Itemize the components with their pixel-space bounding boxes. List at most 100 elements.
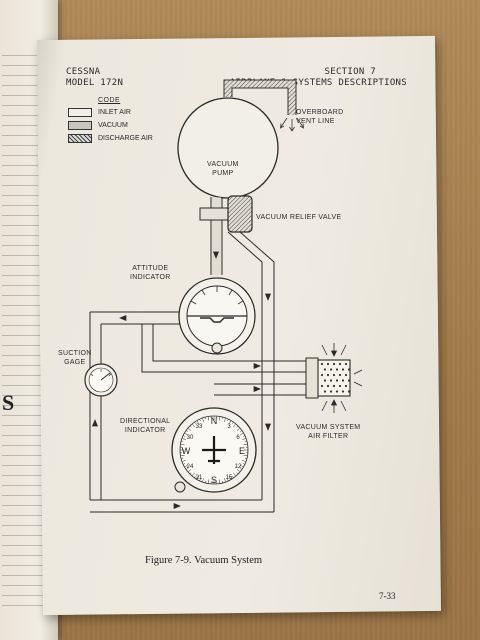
compass-tick: [194, 476, 196, 478]
compass-tick: [222, 417, 224, 420]
compass-tick: [243, 443, 248, 446]
filter-media-dot: [335, 379, 339, 382]
compass-6: 6: [236, 435, 240, 441]
figure-caption: Figure 7-9. Vacuum System: [145, 555, 263, 566]
compass-tick: [218, 416, 221, 421]
filter-media-dot: [326, 384, 330, 388]
compass-tick: [227, 478, 229, 481]
compass-3: 3: [227, 424, 231, 430]
legend: CODE INLET AIR VACUUM DISCHARGE AIR: [68, 97, 153, 143]
filter-media-dot: [323, 368, 327, 371]
filter-media-dot: [338, 362, 342, 366]
compass-tick: [239, 432, 244, 436]
filter-media-dot: [326, 362, 330, 366]
compass-tick: [233, 423, 237, 428]
compass-tick: [242, 463, 245, 465]
compass-tick: [233, 472, 237, 477]
header-make: CESSNA: [66, 67, 101, 77]
airplane-icon: [202, 436, 226, 464]
compass-tick: [202, 478, 204, 483]
compass-tick: [242, 460, 247, 462]
filter-media-dot: [332, 362, 336, 366]
compass-s: S: [211, 475, 217, 485]
overboard-vent-label: OVERBOARD VENT LINE: [296, 109, 344, 125]
compass-21: 21: [196, 475, 203, 481]
vent-arrows: [280, 117, 304, 132]
legend-item-inlet: INLET AIR: [68, 108, 153, 117]
filter-media-dot: [323, 390, 327, 393]
compass-tick: [181, 460, 186, 462]
compass-tick: [187, 427, 192, 431]
compass-tick: [183, 435, 186, 437]
page-header-right: SECTION 7 AIRPLANE & SYSTEMS DESCRIPTION…: [230, 67, 407, 89]
page-header-left: CESSNA MODEL 172N: [66, 67, 123, 89]
legend-swatch-vacuum: [68, 121, 92, 130]
filter-media-dot: [326, 373, 330, 377]
compass-33: 33: [196, 424, 203, 430]
facing-page-heading: S: [2, 390, 15, 415]
flow-arrows: [91, 251, 272, 510]
compass-tick: [227, 419, 229, 422]
compass-tick: [189, 472, 192, 475]
filter-media-dot: [329, 390, 333, 393]
compass-tick: [236, 469, 241, 473]
compass-tick: [184, 464, 189, 468]
compass-tick: [224, 417, 226, 422]
compass-tick: [242, 438, 247, 440]
filter-media-dot: [347, 390, 351, 393]
compass-tick: [191, 423, 195, 428]
filter-media-dot: [338, 373, 342, 377]
compass-tick: [240, 468, 242, 470]
filter-media-dot: [332, 384, 336, 388]
compass-tick: [189, 425, 192, 428]
compass-tick: [228, 420, 232, 425]
compass-tick: [222, 480, 224, 483]
compass-tick: [240, 430, 242, 432]
legend-label-vacuum: VACUUM: [98, 122, 128, 129]
page-number: 7-33: [379, 591, 396, 601]
compass-tick: [224, 478, 226, 483]
vacuum-lines: [89, 197, 306, 513]
filter-media-dot: [335, 368, 339, 371]
compass-w: W: [182, 446, 191, 456]
compass-tick: [236, 472, 239, 475]
header-section: SECTION 7: [324, 67, 376, 77]
legend-item-vacuum: VACUUM: [68, 121, 153, 130]
compass-tick: [204, 417, 206, 420]
relief-valve-label: VACUUM RELIEF VALVE: [256, 214, 342, 221]
compass-tick: [187, 469, 192, 473]
filter-media-dot: [347, 379, 351, 382]
compass-tick: [232, 476, 234, 478]
compass-e: E: [239, 446, 245, 456]
compass-tick: [243, 454, 248, 457]
legend-label-discharge: DISCHARGE AIR: [98, 135, 153, 142]
compass-tick: [184, 432, 189, 436]
compass-tick: [204, 480, 206, 483]
compass-tick: [180, 454, 185, 457]
compass-30: 30: [187, 435, 194, 441]
suction-gage: [84, 363, 118, 397]
filter-media-dot: [344, 373, 348, 377]
attitude-indicator-label: ATTITUDE INDICATOR: [130, 265, 171, 281]
filter-media-dot: [323, 379, 327, 382]
compass-tick: [181, 438, 186, 440]
vacuum-system-air-filter: [305, 343, 363, 413]
compass-tick: [180, 443, 185, 446]
compass-tick: [181, 440, 184, 442]
compass-tick: [186, 468, 188, 470]
compass-tick: [218, 479, 221, 484]
compass-tick: [236, 427, 241, 431]
legend-title: CODE: [98, 97, 121, 104]
filter-media-dot: [320, 373, 324, 377]
compass-15: 15: [226, 475, 233, 481]
discharge-line: [223, 79, 304, 132]
compass-tick: [236, 425, 239, 428]
suction-gage-label: SUCTION GAGE: [58, 350, 92, 366]
legend-label-inlet: INLET AIR: [98, 109, 131, 116]
compass-tick: [186, 430, 188, 432]
filter-media-dot: [341, 379, 345, 382]
compass-tick: [207, 416, 210, 421]
compass-tick: [244, 458, 247, 460]
compass-tick: [244, 440, 247, 442]
compass-tick: [242, 435, 245, 437]
